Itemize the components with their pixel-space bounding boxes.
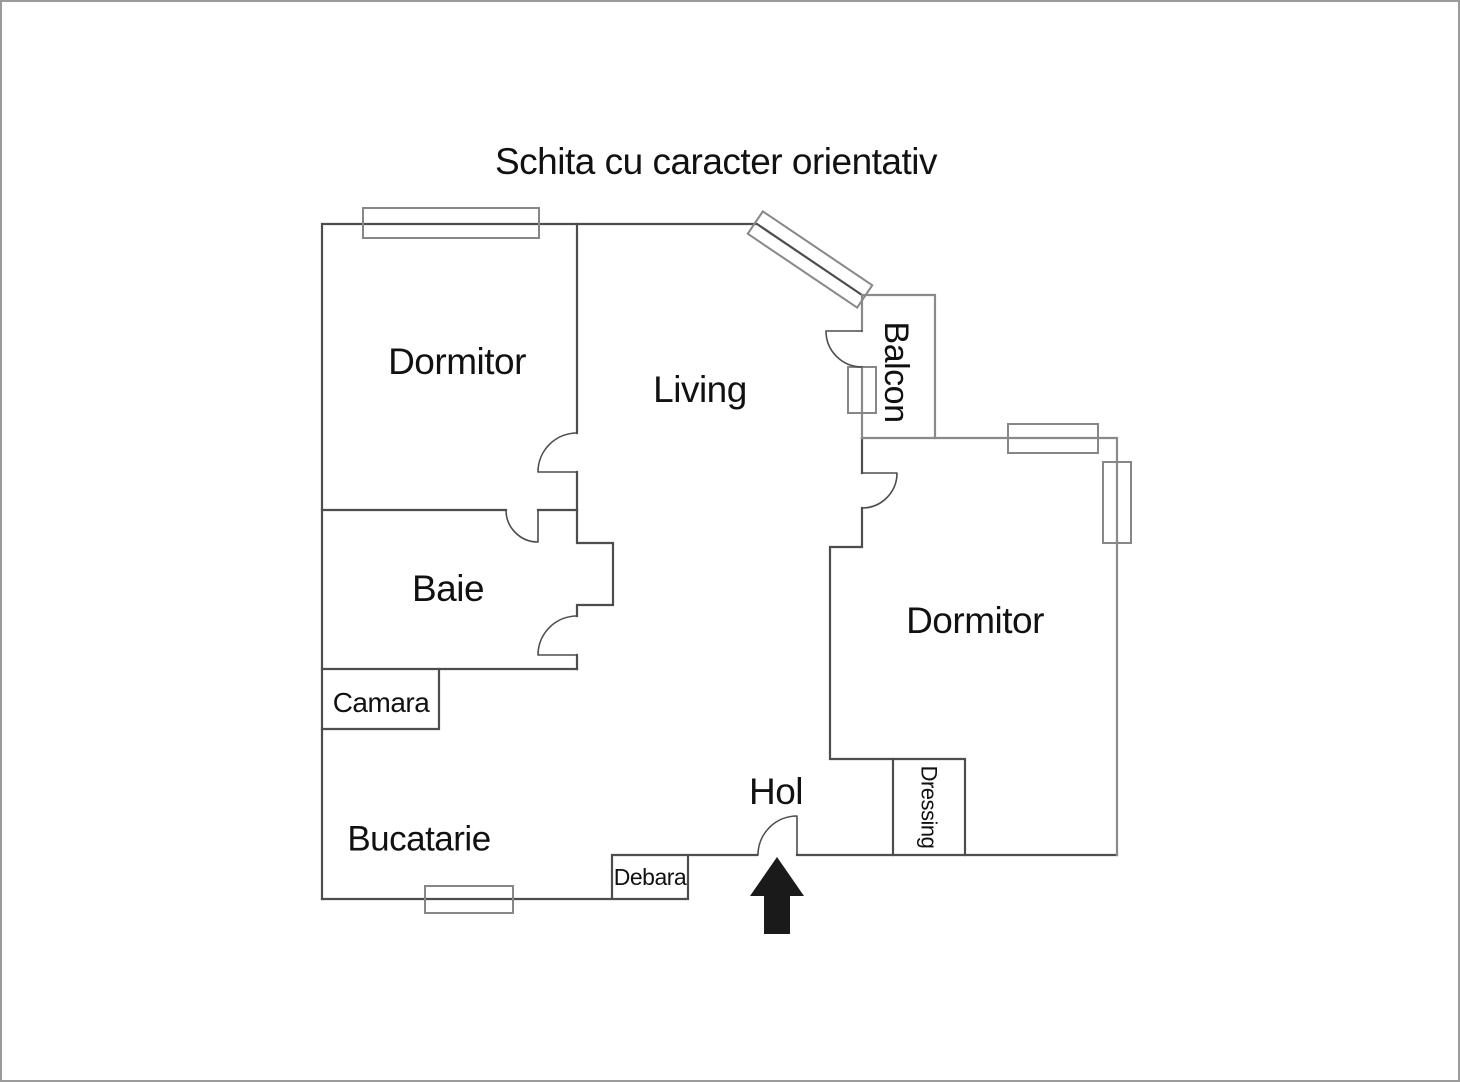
wall-bucatarie-bottom-debara xyxy=(320,853,759,901)
window-bucatarie-icon xyxy=(424,885,514,914)
window-dormitor-right-top-icon xyxy=(1007,423,1099,454)
window-living-diagonal-icon xyxy=(746,210,874,309)
room-label-baie: Baie xyxy=(412,568,484,609)
door-dormitor-left-icon xyxy=(537,432,578,473)
room-label-debara: Debara xyxy=(614,864,687,890)
room-label-bucatarie: Bucatarie xyxy=(347,819,490,858)
walls-dark-group xyxy=(320,222,1119,901)
wall-camara-box xyxy=(320,667,441,731)
room-label-hol: Hol xyxy=(749,771,803,812)
room-label-living: Living xyxy=(653,369,747,410)
doors-group xyxy=(505,330,898,856)
room-label-camara: Camara xyxy=(333,687,431,718)
labels-group: Schita cu caracter orientativ Dormitor L… xyxy=(333,141,1045,890)
door-dormitor-right-icon xyxy=(861,472,898,509)
door-entrance-icon xyxy=(757,815,798,856)
page-title: Schita cu caracter orientativ xyxy=(495,141,938,182)
window-dormitor-left-icon xyxy=(362,207,540,239)
door-baie-dormitor-icon xyxy=(505,509,539,543)
room-label-dormitor-left: Dormitor xyxy=(388,341,526,382)
wall-dressing-box xyxy=(891,757,967,857)
windows-group xyxy=(362,207,1132,914)
wall-baie-right-with-niche xyxy=(575,508,615,671)
door-baie-hol-icon xyxy=(537,615,578,656)
room-label-balcon: Balcon xyxy=(877,322,915,423)
door-balcon-icon xyxy=(825,330,863,368)
window-dormitor-right-side-icon xyxy=(1102,461,1132,544)
wall-living-dormitor-right xyxy=(828,436,895,761)
entrance-arrow-icon xyxy=(750,857,804,934)
room-label-dormitor-right: Dormitor xyxy=(906,600,1044,641)
room-label-dressing: Dressing xyxy=(916,766,941,849)
wall-dormitor-right-top-right xyxy=(860,436,1119,857)
